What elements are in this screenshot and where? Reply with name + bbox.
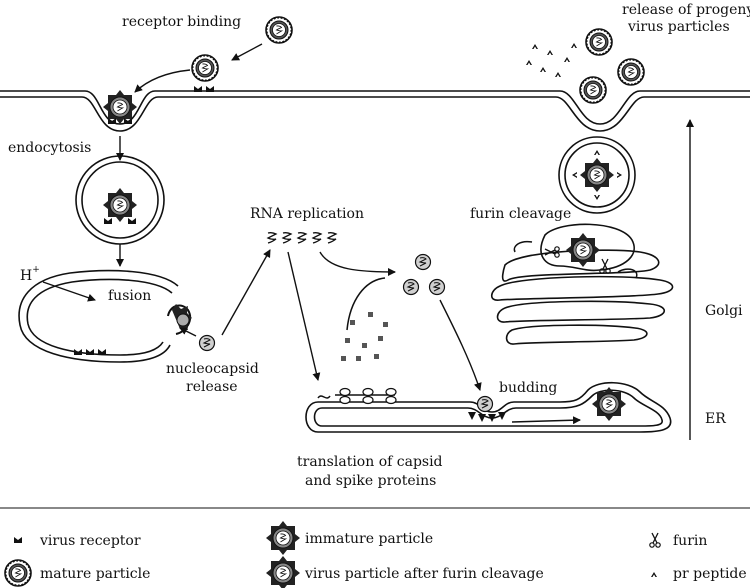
label-er: ER [705,411,726,427]
label-h-plus: H+ [20,265,40,284]
ribosomes [335,387,397,405]
immature-particle-in-golgi [565,232,601,268]
arrow-er-to-golgi-transport [511,416,581,425]
legend-immature-icon [265,520,301,556]
arrow-to-endocytosis-pit [134,69,191,93]
arrow-rna-to-translation [287,251,321,381]
legend-furin-icon [649,532,661,548]
label-receptor-binding: receptor binding [122,14,241,30]
label-release-line1: release of progeny [622,2,750,18]
virus-receptor [206,86,214,92]
plasma-membrane [0,90,750,132]
virus-receptor [104,218,112,224]
label-nucleocapsid-line2: release [186,379,238,395]
arrow-rna-to-assembly [319,251,396,276]
legend-immature-particle: immature particle [305,531,433,547]
secretory-vesicle [558,136,636,214]
mrna-tail [317,395,331,399]
label-nucleocapsid-line1: nucleocapsid [166,361,259,377]
legend-virus-receptor: virus receptor [39,533,141,549]
golgi-apparatus [490,223,674,345]
arrow-proton-influx [42,281,96,302]
legend-furin: furin [673,533,707,549]
nucleocapsid [198,334,216,352]
label-furin-cleavage: furin cleavage [470,206,571,222]
label-rna-replication: RNA replication [250,206,364,222]
virus-receptor [194,86,202,92]
capsid-proteins [341,312,388,361]
mature-particle-released [617,58,645,86]
mature-particle-incoming [265,16,293,44]
legend-mature-icon [4,559,32,587]
label-release-line2: virus particles [627,19,730,35]
released-pr-peptides [526,43,577,77]
legend-receptor-icon [14,537,22,543]
arrow-proteins-to-assembly [346,277,386,331]
immature-particle-in-endosome [102,187,138,223]
budding-spikes [468,412,506,422]
legend-pr-peptide: pr peptide [673,566,747,582]
label-translation-line1: translation of capsid [297,454,443,470]
nucleocapsid [428,278,446,296]
late-endosome [18,269,179,363]
particle-after-furin-cleavage [579,157,615,193]
legend-after-furin-particle: virus particle after furin cleavage [304,566,544,582]
arrow-to-budding [439,299,482,391]
label-translation-line2: and spike proteins [305,473,436,489]
label-endocytosis: endocytosis [8,140,91,156]
legend-pr-peptide-icon [651,572,657,577]
virus-receptor [128,218,136,224]
arrow-to-rna-replication [221,249,271,336]
receptors-in-endosome [74,349,106,355]
mature-particle-released [579,76,607,104]
legend-after-furin-icon [265,555,301,588]
nucleocapsid [414,253,432,271]
immature-particle-in-er [591,386,627,422]
arrow-to-receptor [231,43,263,61]
furin-scissors [599,258,611,274]
label-fusion: fusion [108,288,151,304]
arrow-nucleocapsid-out [179,327,197,337]
label-golgi: Golgi [705,303,743,319]
legend: virus receptor mature particle immature … [4,520,747,588]
nucleocapsid [402,278,420,296]
budding-nucleocapsid [476,395,494,413]
mature-particle-released [585,28,613,56]
rna-strands [267,232,337,244]
label-budding: budding [499,380,557,396]
mature-particle-bound [191,54,219,82]
fusing-particle [167,304,192,335]
legend-mature-particle: mature particle [40,566,150,582]
